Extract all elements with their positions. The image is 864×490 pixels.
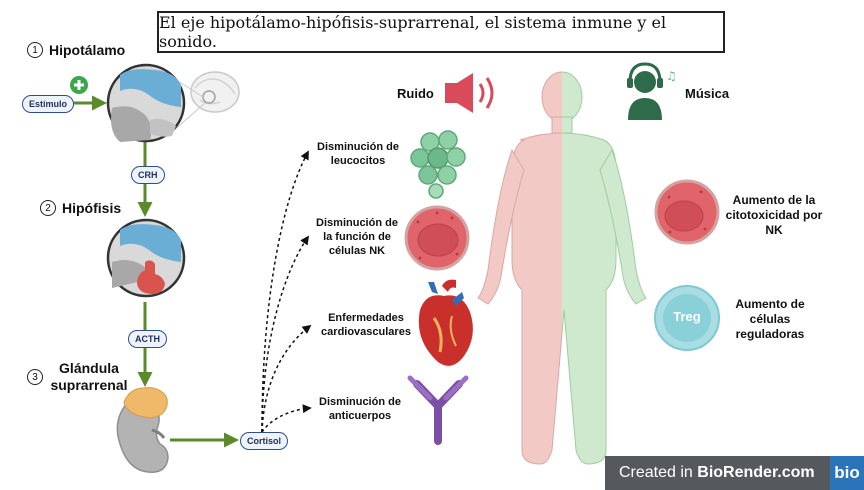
arrow-cortisol-to-nk (261, 235, 310, 433)
effect-nk-function: Disminución de la función de células NK (316, 217, 398, 257)
arrow-cortisol-to-leukocytes (261, 150, 309, 433)
step-adrenal: 3 Glándula suprarrenal (27, 360, 129, 394)
plus-icon (70, 76, 88, 94)
leukocytes-icon (410, 130, 466, 199)
music-label: Música (685, 86, 730, 101)
speaker-icon (445, 73, 494, 113)
step-number-3: 3 (27, 369, 43, 385)
treg-label: Treg (673, 309, 701, 324)
page-title: El eje hipotálamo-hipófisis-suprarrenal,… (157, 11, 725, 53)
cortisol-pill: Cortisol (240, 432, 289, 450)
headphones-person-icon: ♫ (627, 62, 677, 120)
pituitary-zoom-icon (106, 218, 186, 298)
effect-regulatory-cells: Aumento de células reguladoras (735, 297, 805, 341)
nk-cell-icon (404, 205, 470, 271)
nk-cell-right-icon (654, 179, 720, 245)
antibody-icon (407, 375, 469, 445)
step-number-1: 1 (27, 42, 43, 58)
step-label-adrenal: Glándula suprarrenal (50, 360, 128, 393)
stimulus-pill: Estímulo (22, 95, 75, 113)
heart-icon (418, 279, 473, 366)
treg-cell-icon (654, 285, 720, 351)
arrow-cortisol-to-antibodies (261, 404, 312, 433)
effect-leukocytes: Disminución de leucocitos (317, 141, 399, 167)
acth-pill: ACTH (128, 330, 167, 348)
effect-cardiovascular: Enfermedades cardiovasculares (321, 312, 411, 338)
adrenal-kidney-icon (116, 387, 169, 473)
hypothalamus-zoom-icon (106, 63, 186, 143)
step-label-pituitary: Hipófisis (62, 200, 122, 216)
step-hypothalamus: 1 Hipotálamo (27, 42, 125, 58)
human-body-icon (477, 71, 647, 465)
brain-icon (169, 71, 240, 133)
noise-label: Ruido (397, 86, 434, 101)
effect-antibodies: Disminución de anticuerpos (319, 396, 401, 422)
svg-text:♫: ♫ (666, 69, 677, 83)
badge-text: Created in BioRender.com (619, 464, 815, 481)
step-label-hypothalamus: Hipotálamo (49, 42, 126, 58)
crh-pill: CRH (131, 166, 165, 184)
biorender-badge[interactable]: Created in BioRender.com bio (605, 456, 864, 490)
effect-nk-cytotoxicity: Aumento de la citotoxicidad por NK (725, 193, 823, 237)
arrow-cortisol-to-cardio (261, 324, 312, 433)
biorender-logo-icon: bio (830, 456, 864, 490)
step-number-2: 2 (40, 200, 56, 216)
step-pituitary: 2 Hipófisis (40, 200, 121, 216)
